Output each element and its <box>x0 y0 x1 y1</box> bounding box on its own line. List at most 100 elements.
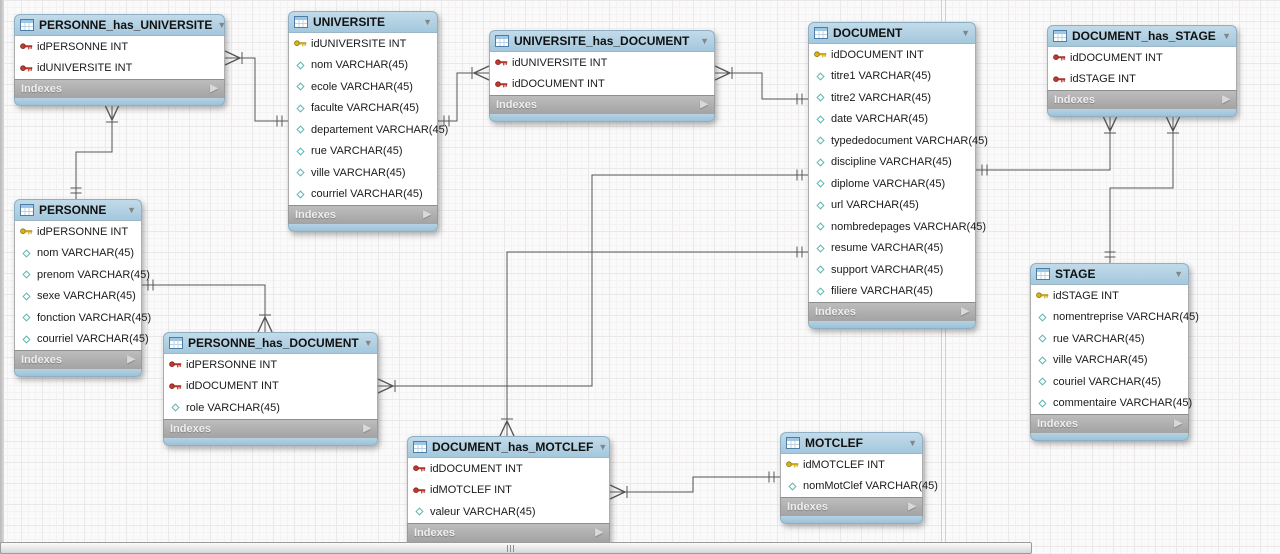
column-row[interactable]: date VARCHAR(45) <box>809 109 975 131</box>
column-row[interactable]: titre2 VARCHAR(45) <box>809 87 975 109</box>
table-header[interactable]: PERSONNE_has_DOCUMENT▼ <box>163 332 378 354</box>
column-row[interactable]: nom VARCHAR(45) <box>15 243 141 265</box>
indexes-section[interactable]: Indexes▶ <box>489 95 715 114</box>
column-row[interactable]: faculte VARCHAR(45) <box>289 98 437 120</box>
collapse-arrow-icon[interactable]: ▼ <box>961 27 970 38</box>
column-row[interactable]: nomentreprise VARCHAR(45) <box>1031 307 1199 329</box>
column-row[interactable]: nombredepages VARCHAR(45) <box>809 216 986 238</box>
indexes-section[interactable]: Indexes▶ <box>407 522 610 542</box>
expand-indexes-icon[interactable]: ▶ <box>1222 94 1230 105</box>
column-row[interactable]: filiere VARCHAR(45) <box>809 281 975 303</box>
collapse-arrow-icon[interactable]: ▼ <box>217 19 227 30</box>
column-row[interactable]: idSTAGE INT <box>1031 285 1188 307</box>
table-header[interactable]: PERSONNE▼ <box>14 199 142 221</box>
table-header[interactable]: PERSONNE_has_UNIVERSITE▼ <box>14 14 227 36</box>
table-header[interactable]: STAGE▼ <box>1030 263 1189 285</box>
expand-indexes-icon[interactable]: ▶ <box>595 526 603 538</box>
column-row[interactable]: titre1 VARCHAR(45) <box>809 66 975 88</box>
expand-indexes-icon[interactable]: ▶ <box>700 99 708 110</box>
column-row[interactable]: idUNIVERSITE INT <box>289 33 437 55</box>
column-row[interactable]: url VARCHAR(45) <box>809 195 975 217</box>
collapse-arrow-icon[interactable]: ▼ <box>423 16 432 27</box>
indexes-section[interactable]: Indexes▶ <box>780 497 923 516</box>
relationship-line-personne_has_universite-universite[interactable] <box>225 57 288 122</box>
relationship-line-personne-personne_has_document[interactable] <box>142 284 266 332</box>
column-row[interactable]: prenom VARCHAR(45) <box>15 264 150 286</box>
relationship-line-document_has_stage-stage[interactable] <box>1109 116 1174 263</box>
column-row[interactable]: rue VARCHAR(45) <box>289 141 437 163</box>
relationship-line-personne_has_universite-personne[interactable] <box>75 105 113 199</box>
column-row[interactable]: idDOCUMENT INT <box>1048 47 1236 69</box>
column-row[interactable]: ecole VARCHAR(45) <box>289 76 437 98</box>
table-header[interactable]: DOCUMENT_has_STAGE▼ <box>1047 25 1237 47</box>
expand-indexes-icon[interactable]: ▶ <box>961 306 969 317</box>
column-row[interactable]: valeur VARCHAR(45) <box>408 501 609 523</box>
column-row[interactable]: typededocument VARCHAR(45) <box>809 130 988 152</box>
table-header[interactable]: UNIVERSITE▼ <box>288 11 438 33</box>
expand-indexes-icon[interactable]: ▶ <box>127 354 135 365</box>
indexes-section[interactable]: Indexes▶ <box>808 302 976 321</box>
expand-indexes-icon[interactable]: ▶ <box>908 501 916 512</box>
column-row[interactable]: commentaire VARCHAR(45) <box>1031 393 1192 415</box>
horizontal-scrollbar[interactable] <box>0 542 1032 554</box>
column-row[interactable]: idPERSONNE INT <box>164 354 377 376</box>
column-row[interactable]: idSTAGE INT <box>1048 69 1236 91</box>
expand-indexes-icon[interactable]: ▶ <box>363 422 371 434</box>
column-row[interactable]: discipline VARCHAR(45) <box>809 152 975 174</box>
column-row[interactable]: courriel VARCHAR(45) <box>289 184 437 206</box>
column-row[interactable]: fonction VARCHAR(45) <box>15 307 151 329</box>
column-row[interactable]: ville VARCHAR(45) <box>1031 350 1188 372</box>
column-row[interactable]: rue VARCHAR(45) <box>1031 328 1188 350</box>
column-row[interactable]: nom VARCHAR(45) <box>289 55 437 77</box>
table-header[interactable]: UNIVERSITE_has_DOCUMENT▼ <box>489 30 715 52</box>
column-row[interactable]: idDOCUMENT INT <box>164 376 377 398</box>
expand-indexes-icon[interactable]: ▶ <box>210 83 218 94</box>
table-header[interactable]: MOTCLEF▼ <box>780 432 923 454</box>
column-row[interactable]: ville VARCHAR(45) <box>289 162 437 184</box>
expand-indexes-icon[interactable]: ▶ <box>423 209 431 220</box>
column-row[interactable]: idUNIVERSITE INT <box>15 58 224 80</box>
collapse-arrow-icon[interactable]: ▼ <box>1222 30 1231 41</box>
relationship-line-personne_has_document-document[interactable] <box>378 174 808 387</box>
collapse-arrow-icon[interactable]: ▼ <box>700 35 709 46</box>
column-row[interactable]: idPERSONNE INT <box>15 221 141 243</box>
column-row[interactable]: couriel VARCHAR(45) <box>1031 371 1188 393</box>
relationship-line-document_has_motclef-motclef[interactable] <box>610 476 780 493</box>
column-row[interactable]: diplome VARCHAR(45) <box>809 173 975 195</box>
indexes-section[interactable]: Indexes▶ <box>1030 414 1189 433</box>
scrollbar-grip-icon[interactable] <box>507 545 516 552</box>
column-row[interactable]: idDOCUMENT INT <box>408 458 609 480</box>
expand-indexes-icon[interactable]: ▶ <box>1174 418 1182 429</box>
column-row[interactable]: idPERSONNE INT <box>15 36 224 58</box>
table-header[interactable]: DOCUMENT_has_MOTCLEF▼ <box>407 436 610 458</box>
indexes-section[interactable]: Indexes▶ <box>14 79 225 98</box>
collapse-arrow-icon[interactable]: ▼ <box>908 437 917 448</box>
column-row[interactable]: idDOCUMENT INT <box>490 74 714 96</box>
relationship-line-universite_has_document-document[interactable] <box>715 72 808 100</box>
column-row[interactable]: departement VARCHAR(45) <box>289 119 448 141</box>
column-row[interactable]: support VARCHAR(45) <box>809 259 975 281</box>
relationship-line-universite-universite_has_document[interactable] <box>438 72 489 122</box>
collapse-arrow-icon[interactable]: ▼ <box>127 204 136 215</box>
collapse-arrow-icon[interactable]: ▼ <box>363 337 373 348</box>
table-universite_has_document[interactable]: UNIVERSITE_has_DOCUMENT▼idUNIVERSITE INT… <box>489 30 715 122</box>
relationship-line-document-document_has_stage[interactable] <box>976 116 1111 171</box>
indexes-section[interactable]: Indexes▶ <box>288 205 438 224</box>
indexes-section[interactable]: Indexes▶ <box>14 350 142 369</box>
column-row[interactable]: resume VARCHAR(45) <box>809 238 975 260</box>
relationship-line-document-document_has_motclef[interactable] <box>506 251 808 436</box>
column-row[interactable]: idUNIVERSITE INT <box>490 52 714 74</box>
table-header[interactable]: DOCUMENT▼ <box>808 22 976 44</box>
column-row[interactable]: courriel VARCHAR(45) <box>15 329 149 351</box>
column-row[interactable]: sexe VARCHAR(45) <box>15 286 141 308</box>
indexes-section[interactable]: Indexes▶ <box>1047 90 1237 109</box>
